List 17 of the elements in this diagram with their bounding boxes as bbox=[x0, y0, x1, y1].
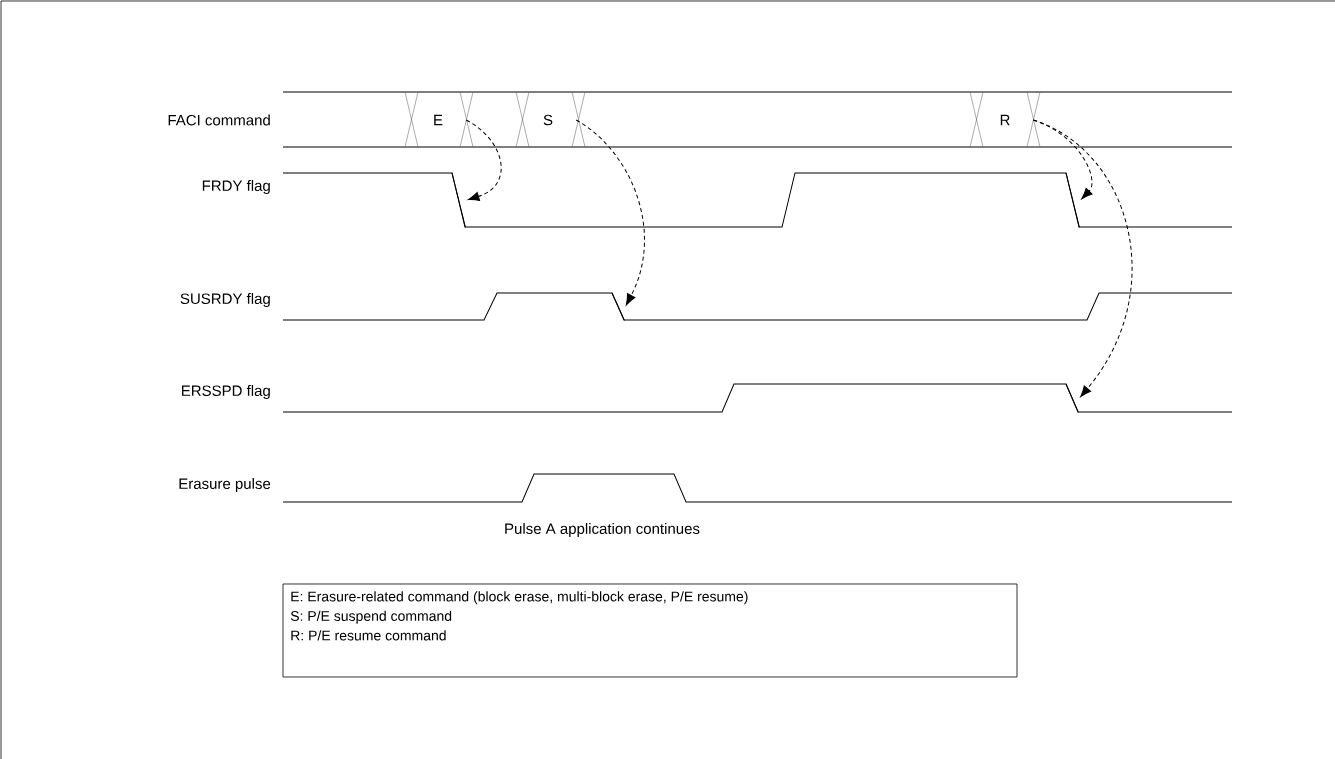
signal-label: FRDY flag bbox=[202, 180, 270, 194]
signal-label: ERSSPD flag bbox=[182, 385, 270, 399]
dashed-arrow bbox=[575, 119, 645, 306]
signal-label: FACI command bbox=[168, 114, 270, 126]
falling-edge bbox=[1065, 383, 1079, 413]
legend-box: E: Erasure-related command (block erase, multi-block erase, P/E resume) S: P/E suspend command R: P/E resume command bbox=[282, 583, 1018, 678]
signal-label: Erasure pulse bbox=[179, 478, 271, 492]
annotation-text: Pulse A application continues bbox=[505, 523, 700, 537]
dashed-arrow bbox=[465, 119, 502, 201]
dashed-arrow bbox=[1032, 119, 1133, 398]
command-label: S bbox=[543, 114, 553, 126]
falling-edge bbox=[451, 172, 466, 228]
falling-edge bbox=[611, 292, 625, 321]
signal-label: SUSRDY flag bbox=[180, 293, 270, 307]
command-label: E bbox=[434, 114, 443, 126]
command-label: R bbox=[1000, 114, 1010, 126]
falling-edge bbox=[1065, 172, 1080, 228]
